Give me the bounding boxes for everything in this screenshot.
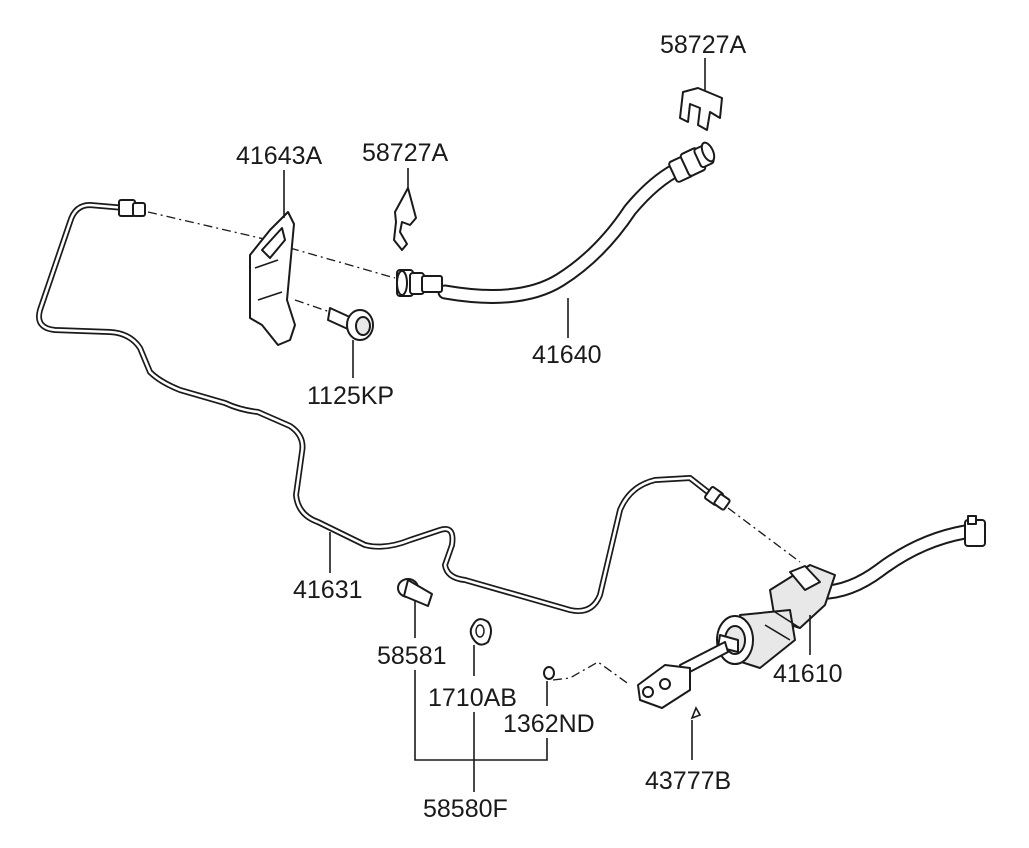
label-kit: 58580F [423,795,508,823]
label-snap-ring: 1362ND [503,710,595,738]
label-bolt: 1125KP [307,382,395,410]
label-split-pin: 43777B [645,767,732,795]
washer [469,618,492,646]
label-pin: 58581 [377,642,447,670]
hose-end-fitting-right [668,141,716,183]
tube-fitting-upper [118,199,146,217]
leader-58580F-bracket [414,670,548,792]
assembly-line-tube-cylinder [727,507,801,563]
assembly-line-ring-clevis [552,661,631,686]
label-master-cylinder: 41610 [773,660,843,688]
hose-end-fitting-left [396,269,443,297]
clevis-pin [397,578,433,607]
bolt [327,307,374,341]
push-rod-clevis [637,641,729,709]
clip-top-right [679,87,723,131]
flexible-hose [396,141,716,304]
split-pin [690,706,702,720]
label-clip-middle: 58727A [362,139,449,167]
assembly-line-bolt [294,299,331,313]
tube-fitting-lower [704,486,731,511]
master-cylinder [716,515,986,669]
snap-ring [543,666,555,680]
brake-tube [36,199,731,614]
clip-middle [393,187,417,251]
label-bracket: 41643A [236,142,323,170]
assembly-line-bracket-hose [289,247,396,279]
label-clip-top-right: 58727A [660,31,747,59]
label-washer: 1710AB [428,684,517,712]
label-hose: 41640 [532,341,602,369]
bracket [249,211,296,346]
label-tube: 41631 [293,576,363,604]
